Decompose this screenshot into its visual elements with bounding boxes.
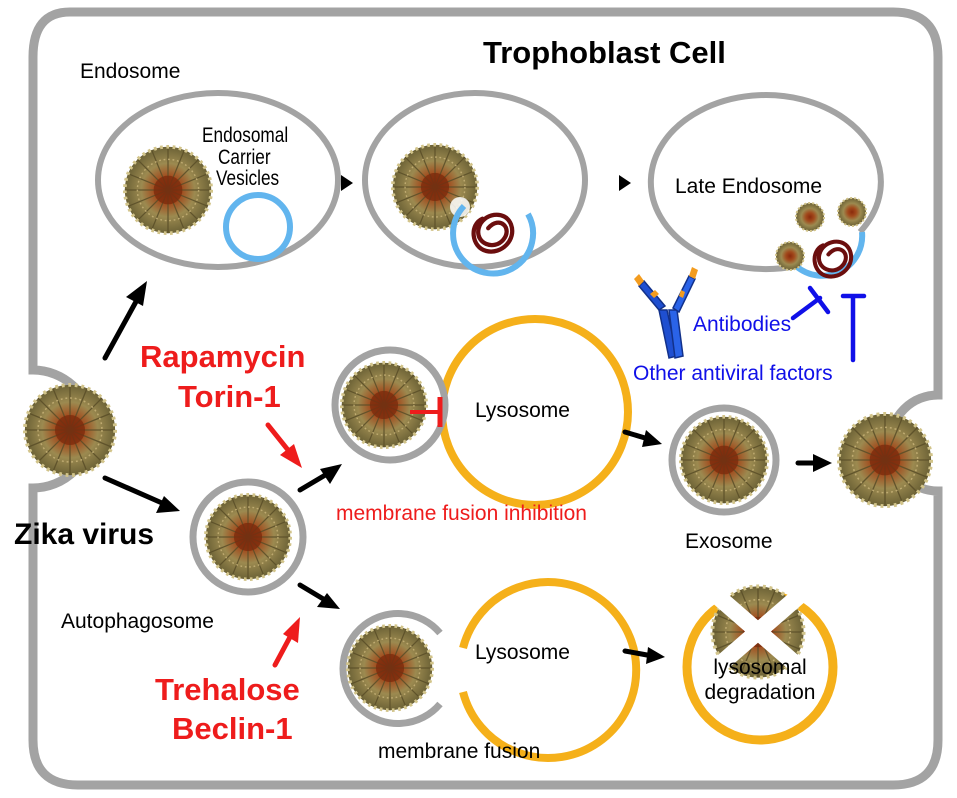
endosome-label: Endosome [80,60,181,83]
autophagosome-label: Autophagosome [61,610,214,633]
other-antiviral-label: Other antiviral factors [633,362,833,385]
fusion-inhibition-label: membrane fusion inhibition [336,502,587,525]
carrier-line3-label: Vesicles [216,167,280,190]
late-endosome-membrane [647,92,884,272]
carrier-line2-label: Carrier [218,146,271,169]
exosome-label: Exosome [685,530,773,553]
zika-virus-label: Zika virus [14,518,155,551]
rapamycin-label: Rapamycin [140,339,306,374]
antibodies-label: Antibodies [693,313,792,336]
late-endosome-label: Late Endosome [675,175,823,198]
carrier-line1-label: Endosomal [202,124,289,147]
cell-membrane [28,7,943,790]
membrane-fusion-label: membrane fusion [378,740,541,763]
degradation-line1-label: lysosomal [713,656,807,679]
trehalose-label: Trehalose [155,672,300,707]
lysosome-bottom-label: Lysosome [475,641,570,664]
lysosome-top-label: Lysosome [475,399,570,422]
degradation-line2-label: degradation [704,681,816,704]
diagram-title: Trophoblast Cell [483,35,726,70]
torin-label: Torin-1 [178,379,281,414]
y-shaped-antibody-icon [634,267,698,359]
beclin-label: Beclin-1 [172,711,293,746]
